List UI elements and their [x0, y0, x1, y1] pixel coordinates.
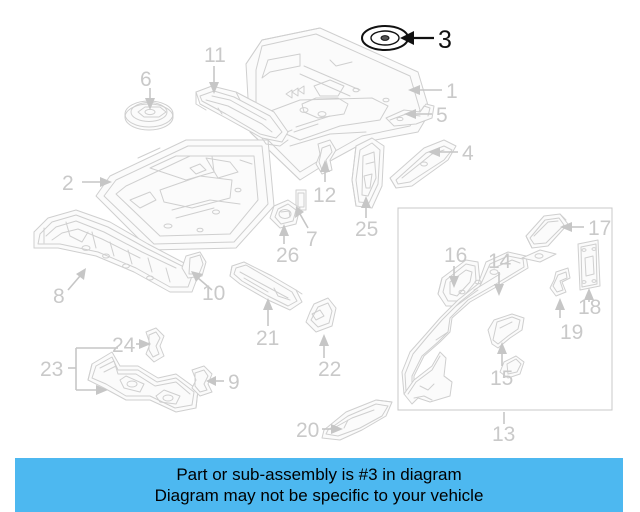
- callout-2: 2: [62, 172, 112, 195]
- part-26-insulator-grommet: [269, 199, 301, 229]
- callout-1: 1: [408, 80, 458, 103]
- caption-banner: Part or sub-assembly is #3 in diagram Di…: [15, 458, 623, 512]
- part-7-small-clip: [295, 189, 307, 211]
- part-14-plate: [521, 249, 557, 263]
- part-25-wheelhouse-brace: [351, 137, 385, 209]
- callout-label-12: 12: [313, 184, 336, 207]
- callout-label-8: 8: [53, 285, 65, 308]
- callout-label-21: 21: [256, 327, 279, 350]
- part-23-dash-panel-assembly: [87, 351, 199, 413]
- callout-label-22: 22: [318, 358, 341, 381]
- callout-label-7: 7: [306, 228, 318, 251]
- part-18-mounting-plate: [577, 239, 601, 291]
- callout-21: 21: [256, 298, 279, 350]
- callout-label-4: 4: [462, 142, 474, 165]
- callout-label-18: 18: [578, 296, 601, 319]
- callout-5: 5: [404, 104, 448, 127]
- callout-8: 8: [53, 268, 86, 308]
- callout-label-11: 11: [204, 44, 226, 67]
- callout-12: 12: [313, 160, 336, 207]
- callout-label-5: 5: [436, 104, 448, 127]
- callout-19: 19: [555, 298, 583, 344]
- part-4-reinforcement-bracket: [389, 139, 457, 189]
- callout-10: 10: [191, 271, 225, 305]
- callout-label-10: 10: [202, 282, 225, 305]
- callout-6: 6: [140, 68, 155, 110]
- callout-label-19: 19: [560, 321, 583, 344]
- callout-label-23: 23: [40, 358, 63, 381]
- callout-label-2: 2: [62, 172, 74, 195]
- callout-label-9: 9: [228, 371, 240, 394]
- callout-24: 24: [112, 334, 151, 357]
- caption-line-2: Diagram may not be specific to your vehi…: [154, 486, 484, 505]
- part-22-bracket: [305, 297, 337, 333]
- callout-label-14: 14: [488, 250, 512, 273]
- callout-15: 15: [490, 342, 513, 390]
- callout-9: 9: [206, 371, 240, 394]
- callout-13: 13: [492, 412, 515, 446]
- callout-label-6: 6: [140, 68, 152, 91]
- part-11-rear-crossmember: [195, 85, 289, 147]
- part-10-floor-bracket: [181, 251, 207, 279]
- callout-label-17: 17: [588, 217, 611, 240]
- callout-22: 22: [318, 334, 341, 381]
- part-14-side-rail: [401, 251, 529, 405]
- callout-label-16: 16: [444, 244, 467, 267]
- part-3-floor-plug-grommet: [361, 25, 409, 51]
- callout-26: 26: [276, 224, 299, 267]
- part-24-dash-bracket: [145, 327, 165, 363]
- callout-label-3: 3: [438, 26, 452, 54]
- part-15-rail-reinforcement: [487, 313, 525, 379]
- part-12-gusset: [315, 139, 337, 175]
- part-20-sill-extension: [321, 399, 393, 441]
- callout-18: 18: [578, 288, 601, 319]
- part-21-rear-crossmember-brace: [229, 261, 303, 311]
- callout-label-1: 1: [446, 80, 458, 103]
- callout-label-26: 26: [276, 244, 299, 267]
- callout-25: 25: [355, 196, 378, 241]
- part-17-rail-cover: [525, 213, 569, 249]
- callout-23: 23: [40, 347, 118, 395]
- callout-16: 16: [444, 244, 467, 288]
- callout-20: 20: [296, 419, 343, 442]
- caption-line-1: Part or sub-assembly is #3 in diagram: [176, 465, 462, 484]
- callout-14: 14: [488, 250, 512, 296]
- part-1-rear-floor-pan: [245, 27, 431, 181]
- callout-label-25: 25: [355, 218, 378, 241]
- part-8-front-crossmember: [33, 209, 199, 293]
- callout-4: 4: [428, 142, 474, 165]
- callout-label-24: 24: [112, 334, 136, 357]
- part-19-retainer-clip: [549, 267, 571, 297]
- part-9-mount-bracket: [191, 365, 213, 397]
- callout-label-15: 15: [490, 367, 513, 390]
- callout-7: 7: [295, 206, 318, 251]
- callout-11: 11: [204, 44, 226, 94]
- callout-label-13: 13: [492, 423, 515, 446]
- part-13-subassembly-box: [397, 207, 613, 411]
- part-2-front-floor-pan: [95, 139, 275, 251]
- callout-17: 17: [560, 217, 611, 240]
- callout-label-20: 20: [296, 419, 319, 442]
- callout-3-highlighted: 3: [400, 26, 452, 54]
